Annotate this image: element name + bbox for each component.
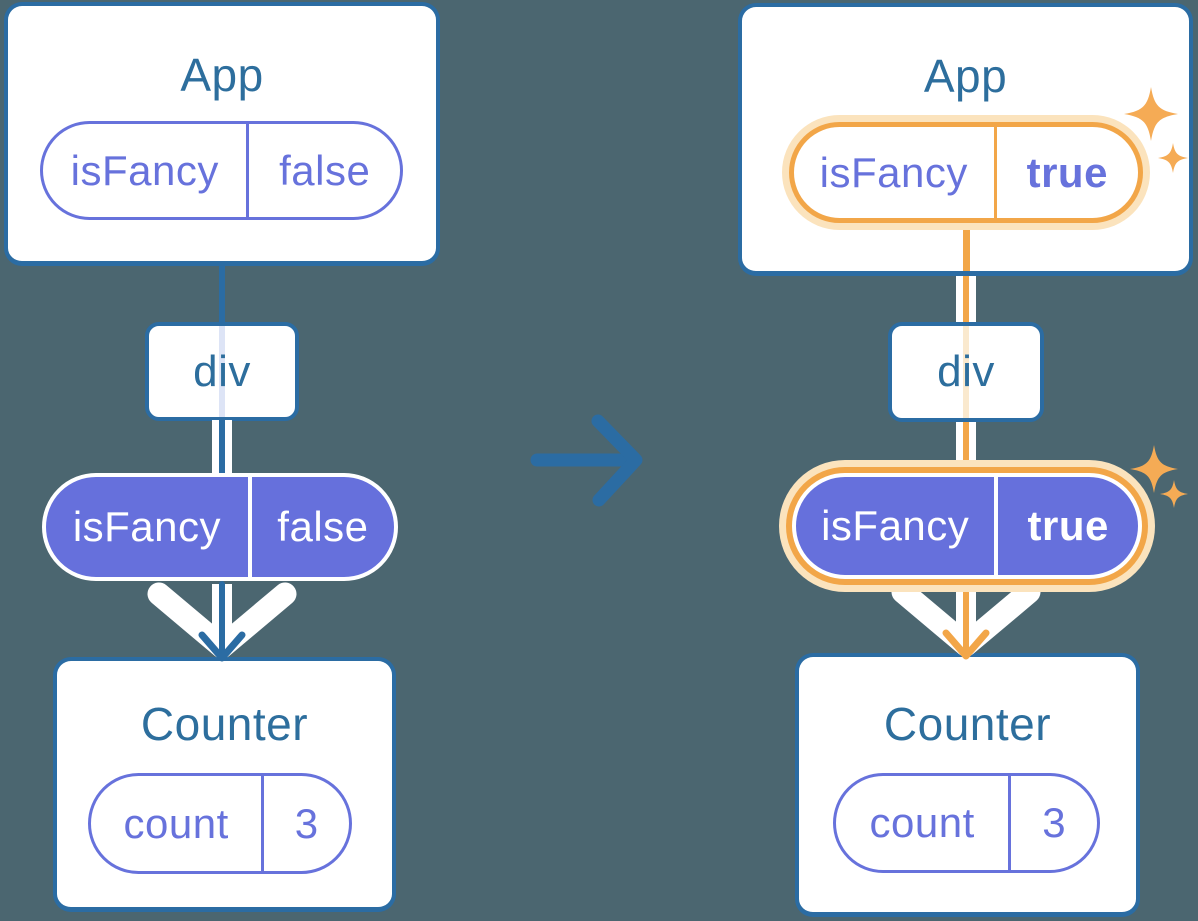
right-app-to-div-pipe	[956, 276, 976, 322]
pill-divider	[261, 776, 265, 871]
left-app-title: App	[180, 49, 264, 101]
prop-name: isFancy	[72, 503, 222, 550]
right-app-state-pill-highlighted: isFancy true	[789, 122, 1143, 223]
transition-arrow-icon	[530, 414, 643, 507]
pill-divider	[993, 127, 997, 218]
prop-name: isFancy	[821, 502, 970, 549]
right-app-title: App	[923, 50, 1008, 102]
left-counter-state-pill: count 3	[88, 773, 352, 874]
state-value: 3	[294, 799, 319, 847]
state-name: isFancy	[70, 146, 219, 194]
prop-sparkles-icon	[1130, 445, 1188, 508]
right-app-state-line	[963, 219, 970, 271]
left-div-label: div	[193, 346, 251, 396]
pill-divider	[994, 477, 999, 575]
right-div-to-pill-pipe	[956, 422, 976, 470]
state-name: isFancy	[819, 148, 968, 196]
right-div-box: div	[888, 322, 1044, 422]
right-div-label: div	[937, 347, 995, 396]
right-counter-card: Counter count 3	[795, 653, 1140, 917]
state-name: count	[123, 799, 229, 847]
state-value: true	[1026, 148, 1108, 196]
right-counter-state-pill: count 3	[833, 773, 1100, 873]
state-value: false	[279, 146, 371, 194]
left-prop-pill: isFancy false	[42, 473, 398, 581]
state-name: count	[869, 799, 975, 846]
prop-value: true	[1027, 502, 1109, 549]
left-div-box: div	[145, 322, 299, 421]
left-app-to-div-line	[219, 263, 225, 323]
left-div-passthrough-line	[219, 326, 225, 417]
right-prop-arrow-icon	[891, 580, 1041, 660]
right-counter-title: Counter	[883, 698, 1052, 750]
right-pipe-core-line	[963, 276, 969, 322]
pill-divider	[247, 477, 252, 577]
left-pipe-core-line	[219, 420, 225, 476]
left-app-card: App isFancy false	[4, 2, 440, 266]
prop-value: false	[277, 503, 369, 550]
left-counter-title: Counter	[140, 698, 309, 750]
pill-divider	[1008, 776, 1012, 870]
left-app-state-pill: isFancy false	[40, 121, 403, 220]
right-prop-pill-highlighted: isFancy true	[792, 473, 1142, 579]
left-counter-card: Counter count 3	[53, 657, 396, 912]
right-pipe-core-line	[963, 422, 969, 470]
right-app-card: App isFancy true	[738, 3, 1193, 276]
right-div-passthrough-line	[963, 326, 969, 418]
left-div-to-pill-pipe	[212, 420, 232, 476]
state-value: 3	[1042, 799, 1067, 846]
pill-divider	[246, 124, 250, 217]
left-prop-arrow-icon	[147, 581, 297, 662]
